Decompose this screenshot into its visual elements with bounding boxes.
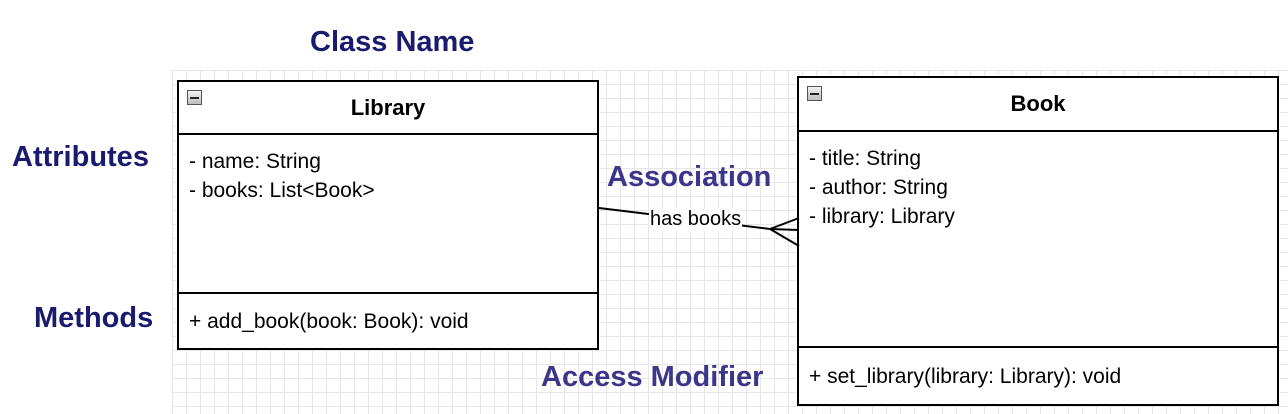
crow-foot-many-icon bbox=[769, 217, 800, 247]
class-name: Library bbox=[350, 94, 426, 120]
access-modifier-annotation: Access Modifier bbox=[541, 361, 764, 393]
class-name: Book bbox=[1010, 91, 1066, 116]
methods-annotation: Methods bbox=[34, 302, 154, 334]
attribute-item: - title: String bbox=[809, 147, 922, 170]
method-item: + set_library(library: Library): void bbox=[809, 364, 1122, 388]
association-label[interactable]: has books bbox=[649, 208, 743, 231]
class-book[interactable]: Book - title: String - author: String - … bbox=[797, 76, 1279, 406]
methods-section: + set_library(library: Library): void bbox=[799, 346, 1277, 404]
attributes-annotation: Attributes bbox=[12, 141, 149, 173]
collapse-icon[interactable] bbox=[187, 90, 202, 105]
attributes-section: - name: String - books: List<Book> bbox=[179, 135, 597, 292]
class-library[interactable]: Library - name: String - books: List<Boo… bbox=[177, 80, 599, 350]
attribute-item: - name: String bbox=[189, 150, 321, 173]
class-header[interactable]: Book bbox=[799, 78, 1277, 132]
attribute-item: - library: Library bbox=[809, 205, 955, 228]
class-header[interactable]: Library bbox=[179, 82, 597, 135]
collapse-icon[interactable] bbox=[807, 86, 822, 101]
methods-section: + add_book(book: Book): void bbox=[179, 292, 597, 348]
method-item: + add_book(book: Book): void bbox=[189, 309, 469, 333]
attributes-section: - title: String - author: String - libra… bbox=[799, 132, 1277, 346]
association-annotation: Association bbox=[607, 161, 772, 193]
attribute-item: - books: List<Book> bbox=[189, 179, 375, 202]
class-name-annotation: Class Name bbox=[310, 26, 475, 58]
attribute-item: - author: String bbox=[809, 176, 948, 199]
